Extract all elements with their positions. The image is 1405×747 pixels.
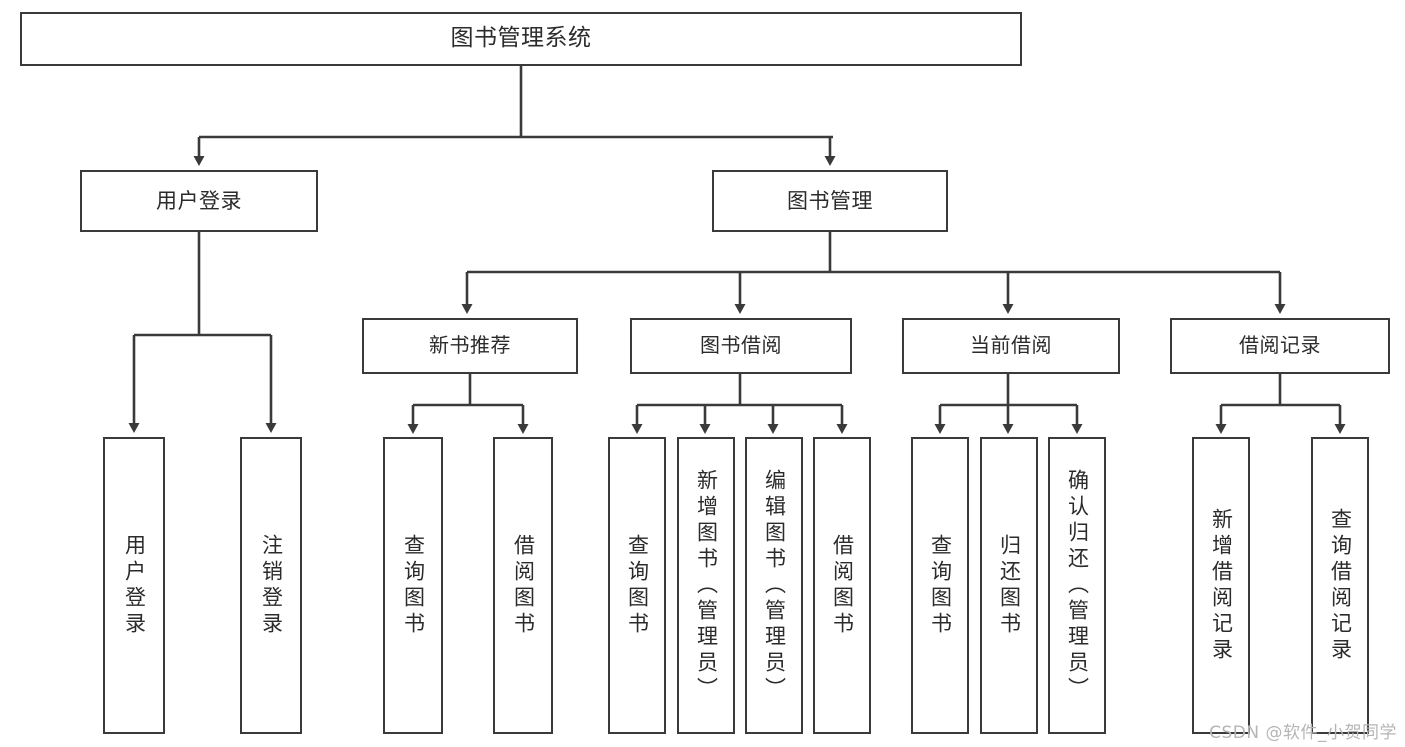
node-current-borrow[interactable]: 当前借阅: [902, 318, 1120, 374]
node-root-label: 图书管理系统: [450, 25, 592, 52]
node-borrow-record[interactable]: 借阅记录: [1170, 318, 1390, 374]
node-book-borrow[interactable]: 图书借阅: [630, 318, 852, 374]
node-new-book-recommend-label: 新书推荐: [429, 333, 511, 358]
node-leaf-query-record-label: 查询借阅记录: [1328, 507, 1353, 664]
node-new-book-recommend[interactable]: 新书推荐: [362, 318, 578, 374]
node-leaf-borrow-book-2-label: 借阅图书: [830, 533, 855, 638]
node-leaf-query-book-1-label: 查询图书: [401, 533, 426, 638]
node-leaf-confirm-return-label: 确认归还（管理员）: [1065, 468, 1090, 703]
node-leaf-query-book-1[interactable]: 查询图书: [383, 437, 443, 734]
node-leaf-user-login[interactable]: 用户登录: [103, 437, 165, 734]
node-current-borrow-label: 当前借阅: [970, 333, 1052, 358]
node-leaf-add-record-label: 新增借阅记录: [1209, 507, 1234, 664]
node-leaf-add-book-label: 新增图书（管理员）: [694, 468, 719, 703]
node-book-borrow-label: 图书借阅: [700, 333, 782, 358]
node-user-login-label: 用户登录: [156, 188, 242, 213]
node-leaf-borrow-book-1-label: 借阅图书: [511, 533, 536, 638]
node-leaf-query-book-3[interactable]: 查询图书: [911, 437, 969, 734]
node-leaf-borrow-book-1[interactable]: 借阅图书: [493, 437, 553, 734]
node-leaf-return-book[interactable]: 归还图书: [980, 437, 1038, 734]
node-book-management[interactable]: 图书管理: [712, 170, 948, 232]
node-leaf-query-record[interactable]: 查询借阅记录: [1311, 437, 1369, 734]
node-leaf-user-logout-label: 注销登录: [259, 533, 284, 638]
node-leaf-edit-book-label: 编辑图书（管理员）: [762, 468, 787, 703]
node-leaf-confirm-return[interactable]: 确认归还（管理员）: [1048, 437, 1106, 734]
node-leaf-user-login-label: 用户登录: [122, 533, 147, 638]
watermark: CSDN @软件_小贺同学: [1209, 723, 1397, 743]
node-leaf-add-book[interactable]: 新增图书（管理员）: [677, 437, 735, 734]
node-root[interactable]: 图书管理系统: [20, 12, 1022, 66]
node-borrow-record-label: 借阅记录: [1239, 333, 1321, 358]
node-leaf-user-logout[interactable]: 注销登录: [240, 437, 302, 734]
node-leaf-query-book-3-label: 查询图书: [928, 533, 953, 638]
node-leaf-borrow-book-2[interactable]: 借阅图书: [813, 437, 871, 734]
node-leaf-add-record[interactable]: 新增借阅记录: [1192, 437, 1250, 734]
node-user-login[interactable]: 用户登录: [80, 170, 318, 232]
node-leaf-query-book-2[interactable]: 查询图书: [608, 437, 666, 734]
node-leaf-query-book-2-label: 查询图书: [625, 533, 650, 638]
node-book-management-label: 图书管理: [787, 188, 873, 213]
node-leaf-edit-book[interactable]: 编辑图书（管理员）: [745, 437, 803, 734]
node-leaf-return-book-label: 归还图书: [997, 533, 1022, 638]
